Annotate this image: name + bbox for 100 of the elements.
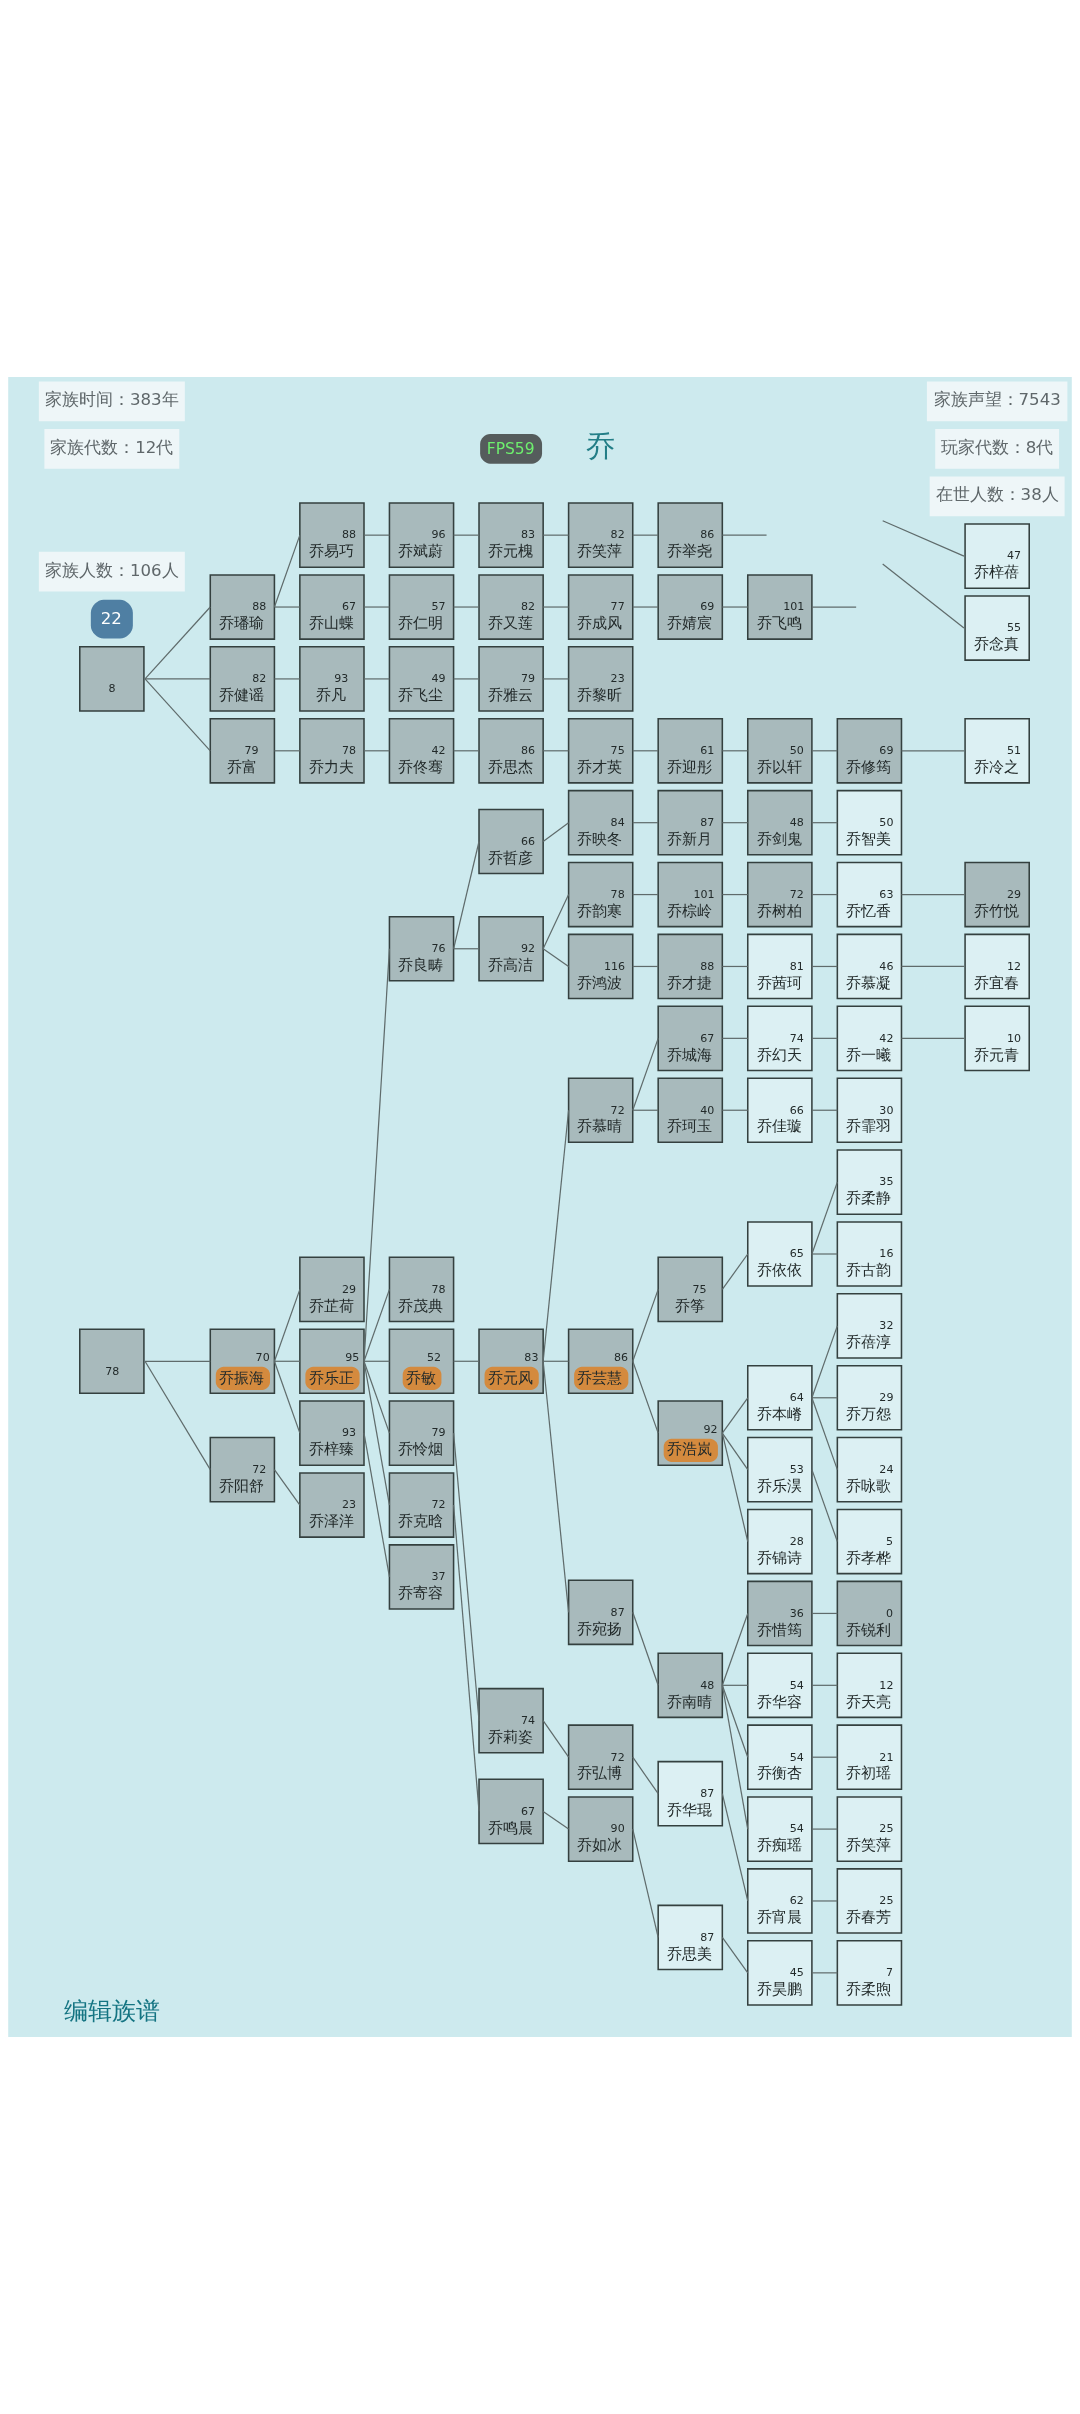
node-box: 96 乔斌蔚 (388, 502, 455, 568)
node-box: 87 乔华琨 (657, 1760, 724, 1827)
connector (273, 1360, 301, 1434)
connector (144, 678, 211, 752)
connector (452, 534, 480, 536)
connector (721, 1684, 749, 1758)
node-box: 92 乔浩岚 (657, 1400, 724, 1466)
node-box: 93 乔凡 (299, 646, 365, 712)
connector (900, 893, 965, 896)
connector (363, 750, 391, 752)
node-box: 82 乔又莲 (478, 574, 544, 640)
connector (811, 1181, 838, 1255)
connector (452, 1504, 480, 1812)
node-box: 101 乔棕岭 (657, 861, 724, 928)
connector (721, 822, 749, 824)
connector (811, 1253, 838, 1255)
connector (632, 750, 659, 752)
node-box: 72 乔阳舒 (209, 1436, 276, 1503)
node-box: 87 乔思美 (657, 1904, 724, 1971)
connector (811, 1684, 838, 1686)
connector (721, 1793, 749, 1902)
node-box: 37 乔寄容 (388, 1544, 455, 1610)
node-box: 75 乔才英 (567, 717, 634, 784)
connector (273, 750, 301, 752)
connector (811, 1756, 838, 1758)
node-box: 72 乔树柏 (747, 861, 813, 928)
node-box: 54 乔衡杏 (747, 1724, 813, 1791)
connector (811, 1828, 838, 1830)
connector (721, 1432, 749, 1543)
connector (542, 534, 570, 536)
node-box: 23 乔黎昕 (567, 646, 634, 712)
connector (811, 606, 857, 608)
connector (811, 750, 838, 752)
node-box: 48 乔南晴 (657, 1652, 724, 1719)
connector (542, 678, 570, 680)
connector (632, 534, 659, 536)
connector (542, 750, 570, 752)
connector (632, 893, 659, 896)
node-box: 8 (79, 646, 145, 712)
node-box: 21 乔初瑶 (836, 1724, 903, 1791)
connector (542, 1720, 570, 1758)
connector (811, 1900, 838, 1902)
node-box: 7 乔柔煦 (836, 1940, 903, 2006)
connector (144, 1360, 211, 1362)
connector (363, 1288, 391, 1362)
node-box: 55 乔念真 (964, 595, 1030, 661)
node-box: 40 乔珂玉 (657, 1077, 724, 1144)
node-box: 67 乔城海 (657, 1005, 724, 1072)
node-box: 77 乔成风 (567, 574, 634, 640)
node-box: 78 乔茂典 (388, 1256, 455, 1323)
connector (452, 606, 480, 608)
node-box: 86 乔芸慧 (567, 1328, 634, 1395)
label: 家族声望：7543 (933, 390, 1061, 410)
node-box: 24 乔咏歌 (836, 1436, 903, 1503)
node-box: 46 乔慕凝 (836, 933, 903, 1000)
connector (363, 678, 391, 680)
node-box: 52 乔敏 (388, 1328, 455, 1395)
connector (363, 534, 391, 536)
node-box: 69 乔婧宸 (657, 574, 724, 640)
node-box: 66 乔佳璇 (747, 1077, 813, 1144)
connector (452, 948, 480, 950)
node-box: 5 乔孝桦 (836, 1508, 903, 1575)
node-box: 23 乔泽洋 (299, 1472, 365, 1538)
connector (632, 606, 659, 608)
connector (273, 606, 301, 608)
node-box: 16 乔古韵 (836, 1221, 903, 1287)
connector (144, 678, 211, 680)
node-box: 28 乔锦诗 (747, 1508, 813, 1575)
node-box: 0 乔锐利 (836, 1580, 903, 1647)
connector (452, 840, 480, 950)
connector (721, 965, 749, 968)
connector (632, 1360, 659, 1434)
node-box: 78 乔韵寒 (567, 861, 634, 928)
node-box: 82 乔健谣 (209, 646, 276, 712)
node-box: 72 乔弘博 (567, 1724, 634, 1791)
connector (363, 1360, 391, 1434)
node-box: 54 乔痴瑶 (747, 1796, 813, 1862)
connector (811, 1612, 838, 1615)
node-box: 82 乔笑萍 (567, 502, 634, 568)
connector (811, 1109, 838, 1111)
node-box: 83 乔元风 (478, 1328, 544, 1395)
connector (632, 1756, 659, 1795)
connector (542, 822, 570, 843)
connector (811, 965, 838, 968)
node-box: 116 乔鸿波 (567, 933, 634, 1000)
node-box: 25 乔春芳 (836, 1868, 903, 1934)
connector (632, 1611, 659, 1686)
connector (811, 1972, 838, 1974)
node-box: 78 乔力夫 (299, 717, 365, 784)
connector (452, 678, 480, 680)
node-box: 74 乔莉姿 (478, 1687, 544, 1754)
label: FPS59 (486, 439, 535, 458)
node-box: 79 乔雅云 (478, 646, 544, 712)
connector (721, 1684, 749, 1686)
connector (721, 1253, 749, 1290)
connector (273, 534, 301, 608)
connector (811, 1397, 838, 1399)
node-box: 54 乔华容 (747, 1652, 813, 1719)
node-box: 66 乔哲彦 (478, 808, 544, 875)
connector (811, 1397, 838, 1471)
